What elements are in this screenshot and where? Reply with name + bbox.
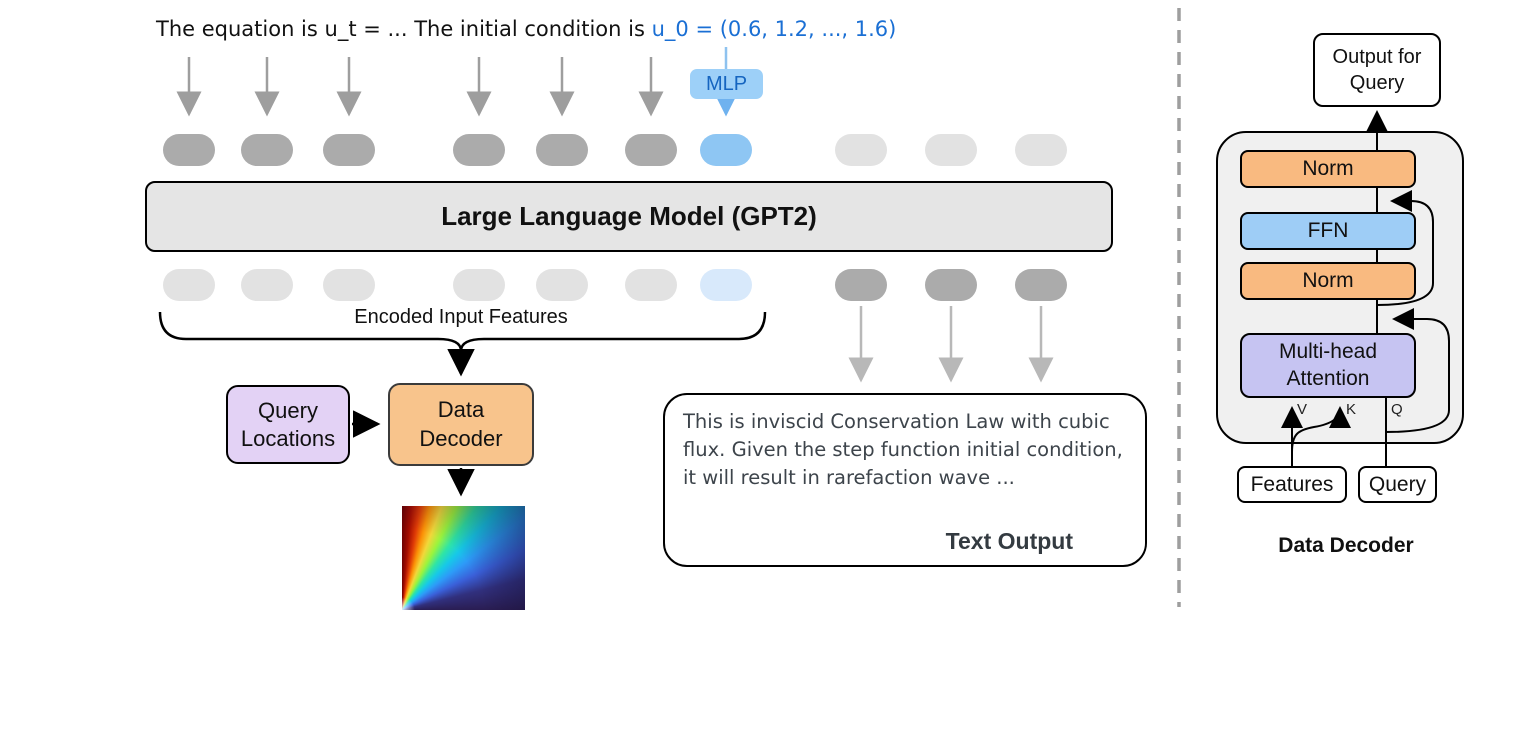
norm-top-box: Norm <box>1240 150 1416 188</box>
query-locations-box: Query Locations <box>226 385 350 464</box>
token-pill-dark <box>925 269 977 301</box>
token-pill-dark <box>323 134 375 166</box>
token-pill-light <box>323 269 375 301</box>
multi-head-attention-box: Multi-head Attention <box>1240 333 1416 398</box>
mlp-box: MLP <box>690 69 763 99</box>
llm-label: Large Language Model (GPT2) <box>441 201 817 231</box>
token-pill-dark <box>453 134 505 166</box>
q-label: Q <box>1391 401 1403 418</box>
token-pill-dark <box>625 134 677 166</box>
mlp-label: MLP <box>705 72 748 95</box>
token-pill-dark <box>1015 269 1067 301</box>
token-pill-light <box>625 269 677 301</box>
token-pill-active-light <box>700 269 752 301</box>
token-pill-dark <box>241 134 293 166</box>
llm-box: Large Language Model (GPT2) <box>145 181 1113 252</box>
pde-solution-heatmap <box>402 506 525 610</box>
token-pill-dark <box>163 134 215 166</box>
text-output-box: This is inviscid Conservation Law with c… <box>663 393 1147 567</box>
data-decoder-box: Data Decoder <box>388 383 534 466</box>
v-label: V <box>1297 401 1308 418</box>
token-pill-light <box>1015 134 1067 166</box>
token-pill-light <box>925 134 977 166</box>
token-pill-light <box>163 269 215 301</box>
text-token-arrows <box>848 306 1054 383</box>
features-box: Features <box>1237 466 1347 503</box>
token-pill-light <box>536 269 588 301</box>
ffn-box: FFN <box>1240 212 1416 250</box>
query-box: Query <box>1358 466 1437 503</box>
k-label: K <box>1346 401 1357 418</box>
text-output-caption: Text Output <box>945 528 1073 554</box>
token-pill-light <box>835 134 887 166</box>
norm-bottom-box: Norm <box>1240 262 1416 300</box>
token-pill-dark <box>835 269 887 301</box>
encoded-features-label: Encoded Input Features <box>354 306 568 328</box>
text-output-body: This is inviscid Conservation Law with c… <box>683 410 1123 489</box>
token-pill-light <box>453 269 505 301</box>
prompt-sentence: The equation is u_t = ... The initial co… <box>156 17 896 41</box>
prompt-initial-condition: u_0 = (0.6, 1.2, ..., 1.6) <box>651 17 897 41</box>
features-k-arrow <box>1291 406 1351 453</box>
prompt-token-arrows <box>176 57 664 117</box>
ffn-skip-connection <box>1376 190 1434 306</box>
output-for-query-box: Output for Query <box>1313 33 1441 107</box>
token-pill-light <box>241 269 293 301</box>
token-pill-dark <box>536 134 588 166</box>
mha-skip-connection <box>1385 308 1450 433</box>
token-pill-active <box>700 134 752 166</box>
prompt-text: The equation is u_t = ... The initial co… <box>156 17 652 41</box>
data-decoder-caption: Data Decoder <box>1278 534 1414 557</box>
